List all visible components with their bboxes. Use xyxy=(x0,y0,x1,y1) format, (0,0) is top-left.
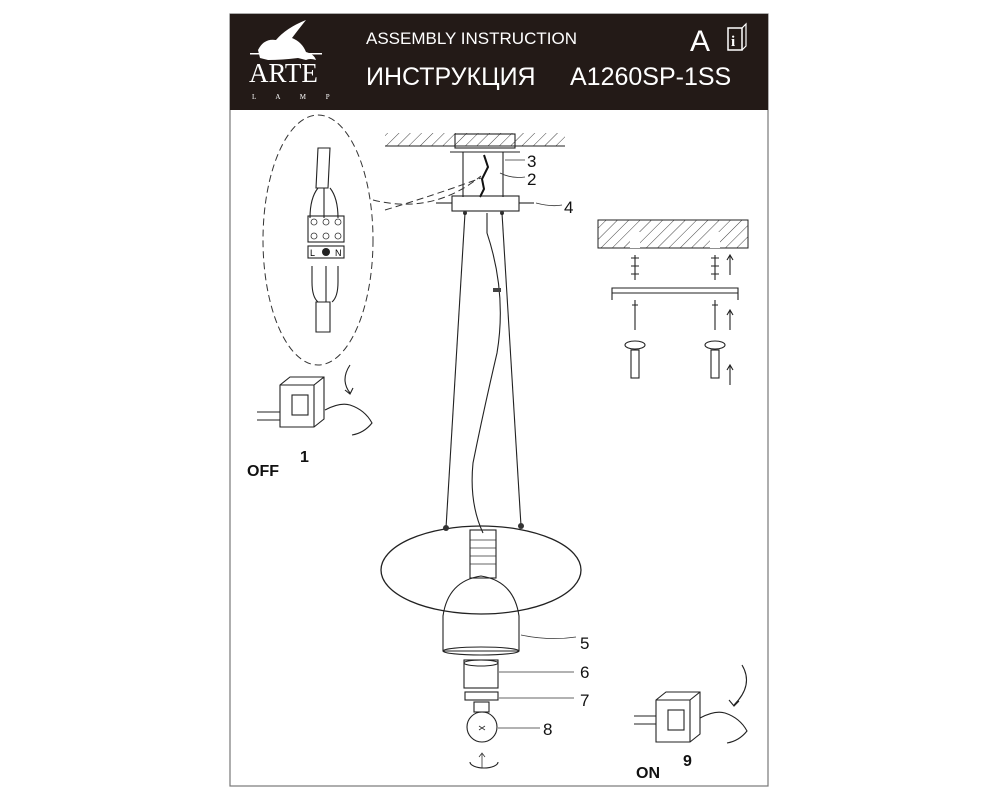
ground-icon xyxy=(322,248,330,256)
model-number: A1260SP-1SS xyxy=(570,63,731,91)
curved-arrow-icon xyxy=(728,664,748,707)
page-frame xyxy=(229,13,769,787)
griffin-logo-icon xyxy=(250,20,322,60)
switch-off-illustration xyxy=(257,364,373,436)
title-en: ASSEMBLY INSTRUCTION xyxy=(366,29,577,48)
hand-icon xyxy=(699,711,748,744)
part-label-6: 6 xyxy=(580,663,589,682)
title-ru: ИНСТРУКЦИЯ xyxy=(366,63,536,91)
suspension-cable xyxy=(445,212,466,529)
wire-neutral-label: N xyxy=(335,248,342,258)
brand-sub: L A M P xyxy=(252,93,339,101)
part-label-4: 4 xyxy=(564,198,573,217)
step-label-9: 9 xyxy=(683,753,692,770)
step-label-1: 1 xyxy=(300,449,309,466)
switch-off-label: OFF xyxy=(247,463,279,480)
rotate-arrow-icon xyxy=(469,761,499,769)
wiring-detail: L N xyxy=(262,114,482,366)
mounting-detail xyxy=(597,219,749,385)
glass-shade xyxy=(380,523,582,656)
hand-icon xyxy=(324,403,373,436)
wire-live-label: L xyxy=(310,248,315,258)
switch-on-illustration xyxy=(634,664,748,744)
suspension-cable xyxy=(501,212,522,527)
part-label-3: 3 xyxy=(527,152,536,171)
part-label-5: 5 xyxy=(580,634,589,653)
brand-logo: ARTE xyxy=(249,58,318,88)
info-book-icon: i xyxy=(727,22,747,51)
curved-arrow-icon xyxy=(344,364,354,395)
language-letter: A xyxy=(690,25,710,58)
bulb-icon xyxy=(466,701,498,743)
socket-ring xyxy=(463,659,499,689)
part-label-7: 7 xyxy=(580,691,589,710)
header: ARTE L A M P ASSEMBLY INSTRUCTION ИНСТРУ… xyxy=(230,14,768,110)
svg-text:i: i xyxy=(731,34,735,50)
lock-ring xyxy=(464,691,499,701)
part-label-8: 8 xyxy=(543,720,552,739)
switch-on-label: ON xyxy=(636,765,660,782)
power-wire xyxy=(471,213,501,534)
part-label-2: 2 xyxy=(527,170,536,189)
